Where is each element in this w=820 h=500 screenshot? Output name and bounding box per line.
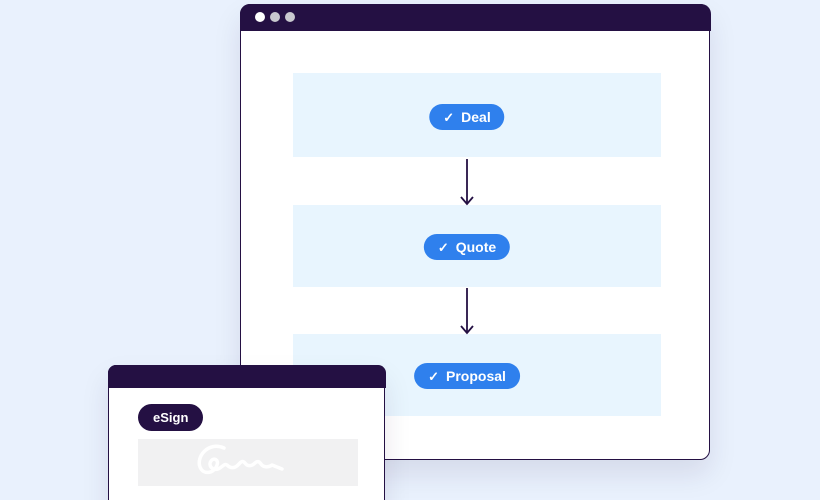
deal-button-label: Deal bbox=[461, 109, 491, 125]
esign-badge-label: eSign bbox=[153, 410, 189, 425]
signature-scribble-icon bbox=[197, 444, 284, 475]
proposal-button[interactable]: ✓ Proposal bbox=[414, 363, 520, 389]
check-icon: ✓ bbox=[428, 368, 439, 384]
arrow-down-icon bbox=[459, 158, 475, 206]
esign-window: eSign bbox=[107, 364, 386, 500]
window-dot-icon[interactable] bbox=[254, 12, 265, 22]
quote-button[interactable]: ✓ Quote bbox=[423, 234, 511, 260]
quote-button-label: Quote bbox=[455, 239, 497, 255]
arrow-down-icon bbox=[459, 287, 475, 335]
browser-titlebar bbox=[239, 3, 711, 31]
window-dot-icon[interactable] bbox=[269, 12, 280, 22]
browser-window-workflow: ✓ Deal ✓ Quote ✓ Proposal bbox=[239, 3, 711, 460]
window-dot-icon[interactable] bbox=[284, 12, 295, 22]
esign-badge: eSign bbox=[138, 404, 204, 431]
signature-box[interactable] bbox=[138, 439, 358, 486]
check-icon: ✓ bbox=[437, 239, 449, 255]
deal-button[interactable]: ✓ Deal bbox=[429, 104, 505, 130]
esign-titlebar bbox=[107, 364, 386, 388]
proposal-button-label: Proposal bbox=[446, 368, 506, 384]
check-icon: ✓ bbox=[443, 109, 455, 125]
